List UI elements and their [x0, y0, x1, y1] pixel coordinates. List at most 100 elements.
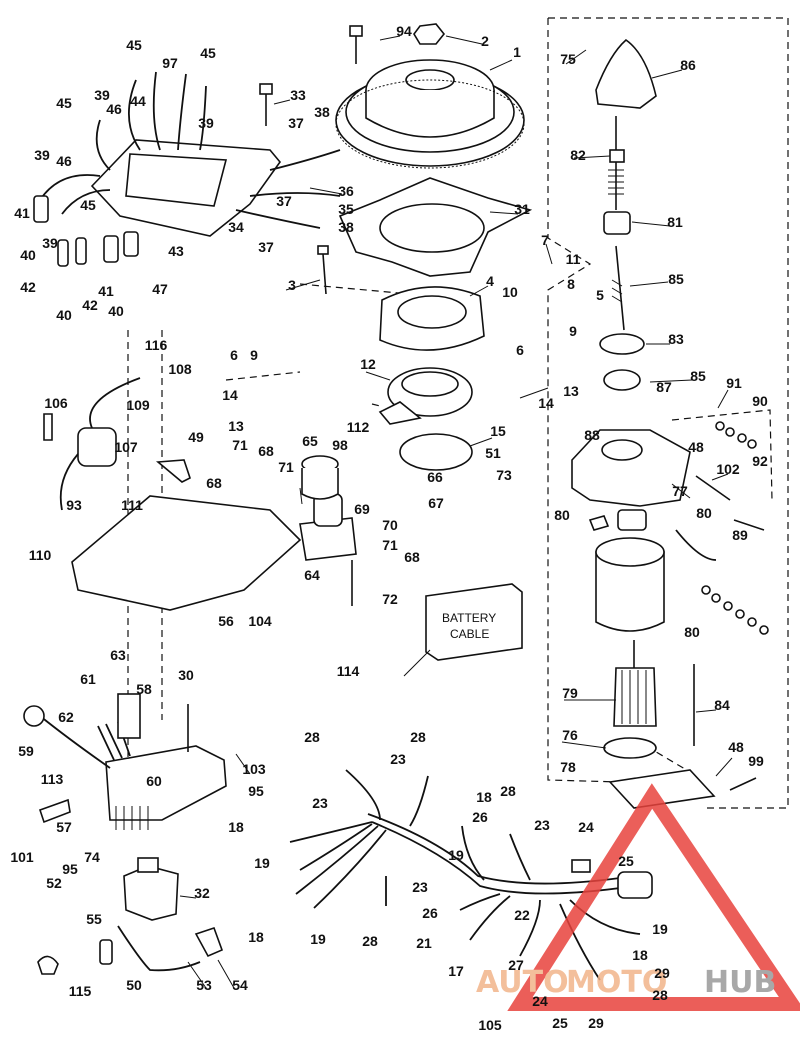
part-number-label: 38 [314, 104, 330, 120]
part-number-label: 13 [563, 383, 579, 399]
part-number-label: 6 [230, 347, 238, 363]
part-number-label: 19 [254, 855, 270, 871]
part-number-label: 51 [485, 445, 501, 461]
part-number-label: 13 [228, 418, 244, 434]
part-number-label: 39 [34, 147, 50, 163]
screw-3 [317, 245, 329, 295]
drive-shaft [611, 245, 625, 331]
part-number-label: 5 [596, 287, 604, 303]
part-number-label: 18 [632, 947, 648, 963]
starter-drive-cap [595, 38, 657, 109]
starter-solenoid [299, 455, 357, 561]
part-number-label: 68 [206, 475, 222, 491]
part-number-label: 28 [500, 783, 516, 799]
electrical-mounting-plate [71, 495, 302, 611]
part-number-label: 82 [570, 147, 586, 163]
part-number-label: 46 [106, 101, 122, 117]
part-number-label: 17 [448, 963, 464, 979]
part-number-label: 69 [354, 501, 370, 517]
retainer-ring [399, 433, 473, 471]
part-number-label: 14 [222, 387, 238, 403]
part-number-label: 9 [250, 347, 258, 363]
part-number-label: 87 [656, 379, 672, 395]
part-number-label: 68 [404, 549, 420, 565]
part-number-label: 37 [276, 193, 292, 209]
part-number-label: 85 [668, 271, 684, 287]
part-number-label: 28 [304, 729, 320, 745]
part-number-label: 37 [288, 115, 304, 131]
part-number-label: 77 [672, 483, 688, 499]
part-number-label: 12 [360, 356, 376, 372]
part-number-label: 80 [696, 505, 712, 521]
part-number-label: 26 [422, 905, 438, 921]
watermark-word-auto: AUTO [476, 965, 569, 1000]
part-number-label: 110 [29, 547, 52, 563]
part-number-label: 24 [578, 819, 594, 835]
starter-bracket [608, 769, 716, 809]
clamp-115 [37, 955, 59, 975]
part-number-label: 46 [56, 153, 72, 169]
part-number-label: 71 [232, 437, 248, 453]
part-number-label: 7 [541, 232, 549, 248]
armature-plate [338, 177, 533, 277]
part-number-label: 102 [716, 461, 740, 477]
part-number-label: 109 [126, 397, 150, 413]
part-number-label: 31 [514, 201, 530, 217]
part-number-label: 40 [20, 247, 36, 263]
part-number-label: 36 [338, 183, 354, 199]
part-number-label: 61 [80, 671, 96, 687]
part-number-label: 103 [242, 761, 266, 777]
part-number-label: 52 [46, 875, 62, 891]
part-number-label: 71 [382, 537, 398, 553]
part-number-label: 29 [588, 1015, 604, 1031]
part-number-label: 71 [278, 459, 294, 475]
part-number-label: 22 [514, 907, 530, 923]
part-number-label: 74 [84, 849, 100, 865]
ignition-coil [123, 857, 179, 921]
part-number-label: 47 [152, 281, 168, 297]
part-number-label: 57 [56, 819, 72, 835]
part-number-label: 25 [618, 853, 634, 869]
part-number-label: 56 [218, 613, 234, 629]
drive-gear [603, 369, 641, 391]
part-number-label: 114 [337, 663, 360, 679]
part-number-label: 76 [562, 727, 578, 743]
watermark-triangle [507, 783, 800, 1011]
part-number-label: 38 [338, 219, 354, 235]
spark-plug-boots [33, 195, 139, 267]
part-number-label: 39 [42, 235, 58, 251]
part-number-label: 66 [427, 469, 443, 485]
part-number-label: 37 [258, 239, 274, 255]
part-number-label: 75 [560, 51, 576, 67]
part-number-label: 23 [412, 879, 428, 895]
part-number-label: 98 [332, 437, 348, 453]
part-number-label: 48 [688, 439, 704, 455]
part-number-label: 14 [538, 395, 554, 411]
timer-base [378, 367, 473, 425]
part-number-label: 18 [248, 929, 264, 945]
battery-cable-line2: CABLE [450, 627, 489, 641]
part-number-label: 45 [80, 197, 96, 213]
part-number-label: 18 [476, 789, 492, 805]
part-number-label: 68 [258, 443, 274, 459]
part-number-label: 73 [496, 467, 512, 483]
part-number-label: 10 [502, 284, 518, 300]
part-number-label: 45 [126, 37, 142, 53]
part-number-label: 58 [136, 681, 152, 697]
part-number-label: 81 [667, 214, 683, 230]
part-number-label: 29 [654, 965, 670, 981]
part-number-label: 62 [58, 709, 74, 725]
part-number-label: 41 [14, 205, 30, 221]
bracket-106 [43, 413, 53, 441]
part-number-label: 28 [410, 729, 426, 745]
screw-33 [259, 83, 273, 126]
part-number-label: 80 [684, 624, 700, 640]
part-number-label: 93 [66, 497, 82, 513]
part-number-label: 99 [748, 753, 764, 769]
part-number-label: 27 [508, 957, 524, 973]
part-number-label: 39 [198, 115, 214, 131]
part-number-label: 60 [146, 773, 162, 789]
part-number-label: 30 [178, 667, 194, 683]
rectifier-regulator [23, 693, 227, 830]
